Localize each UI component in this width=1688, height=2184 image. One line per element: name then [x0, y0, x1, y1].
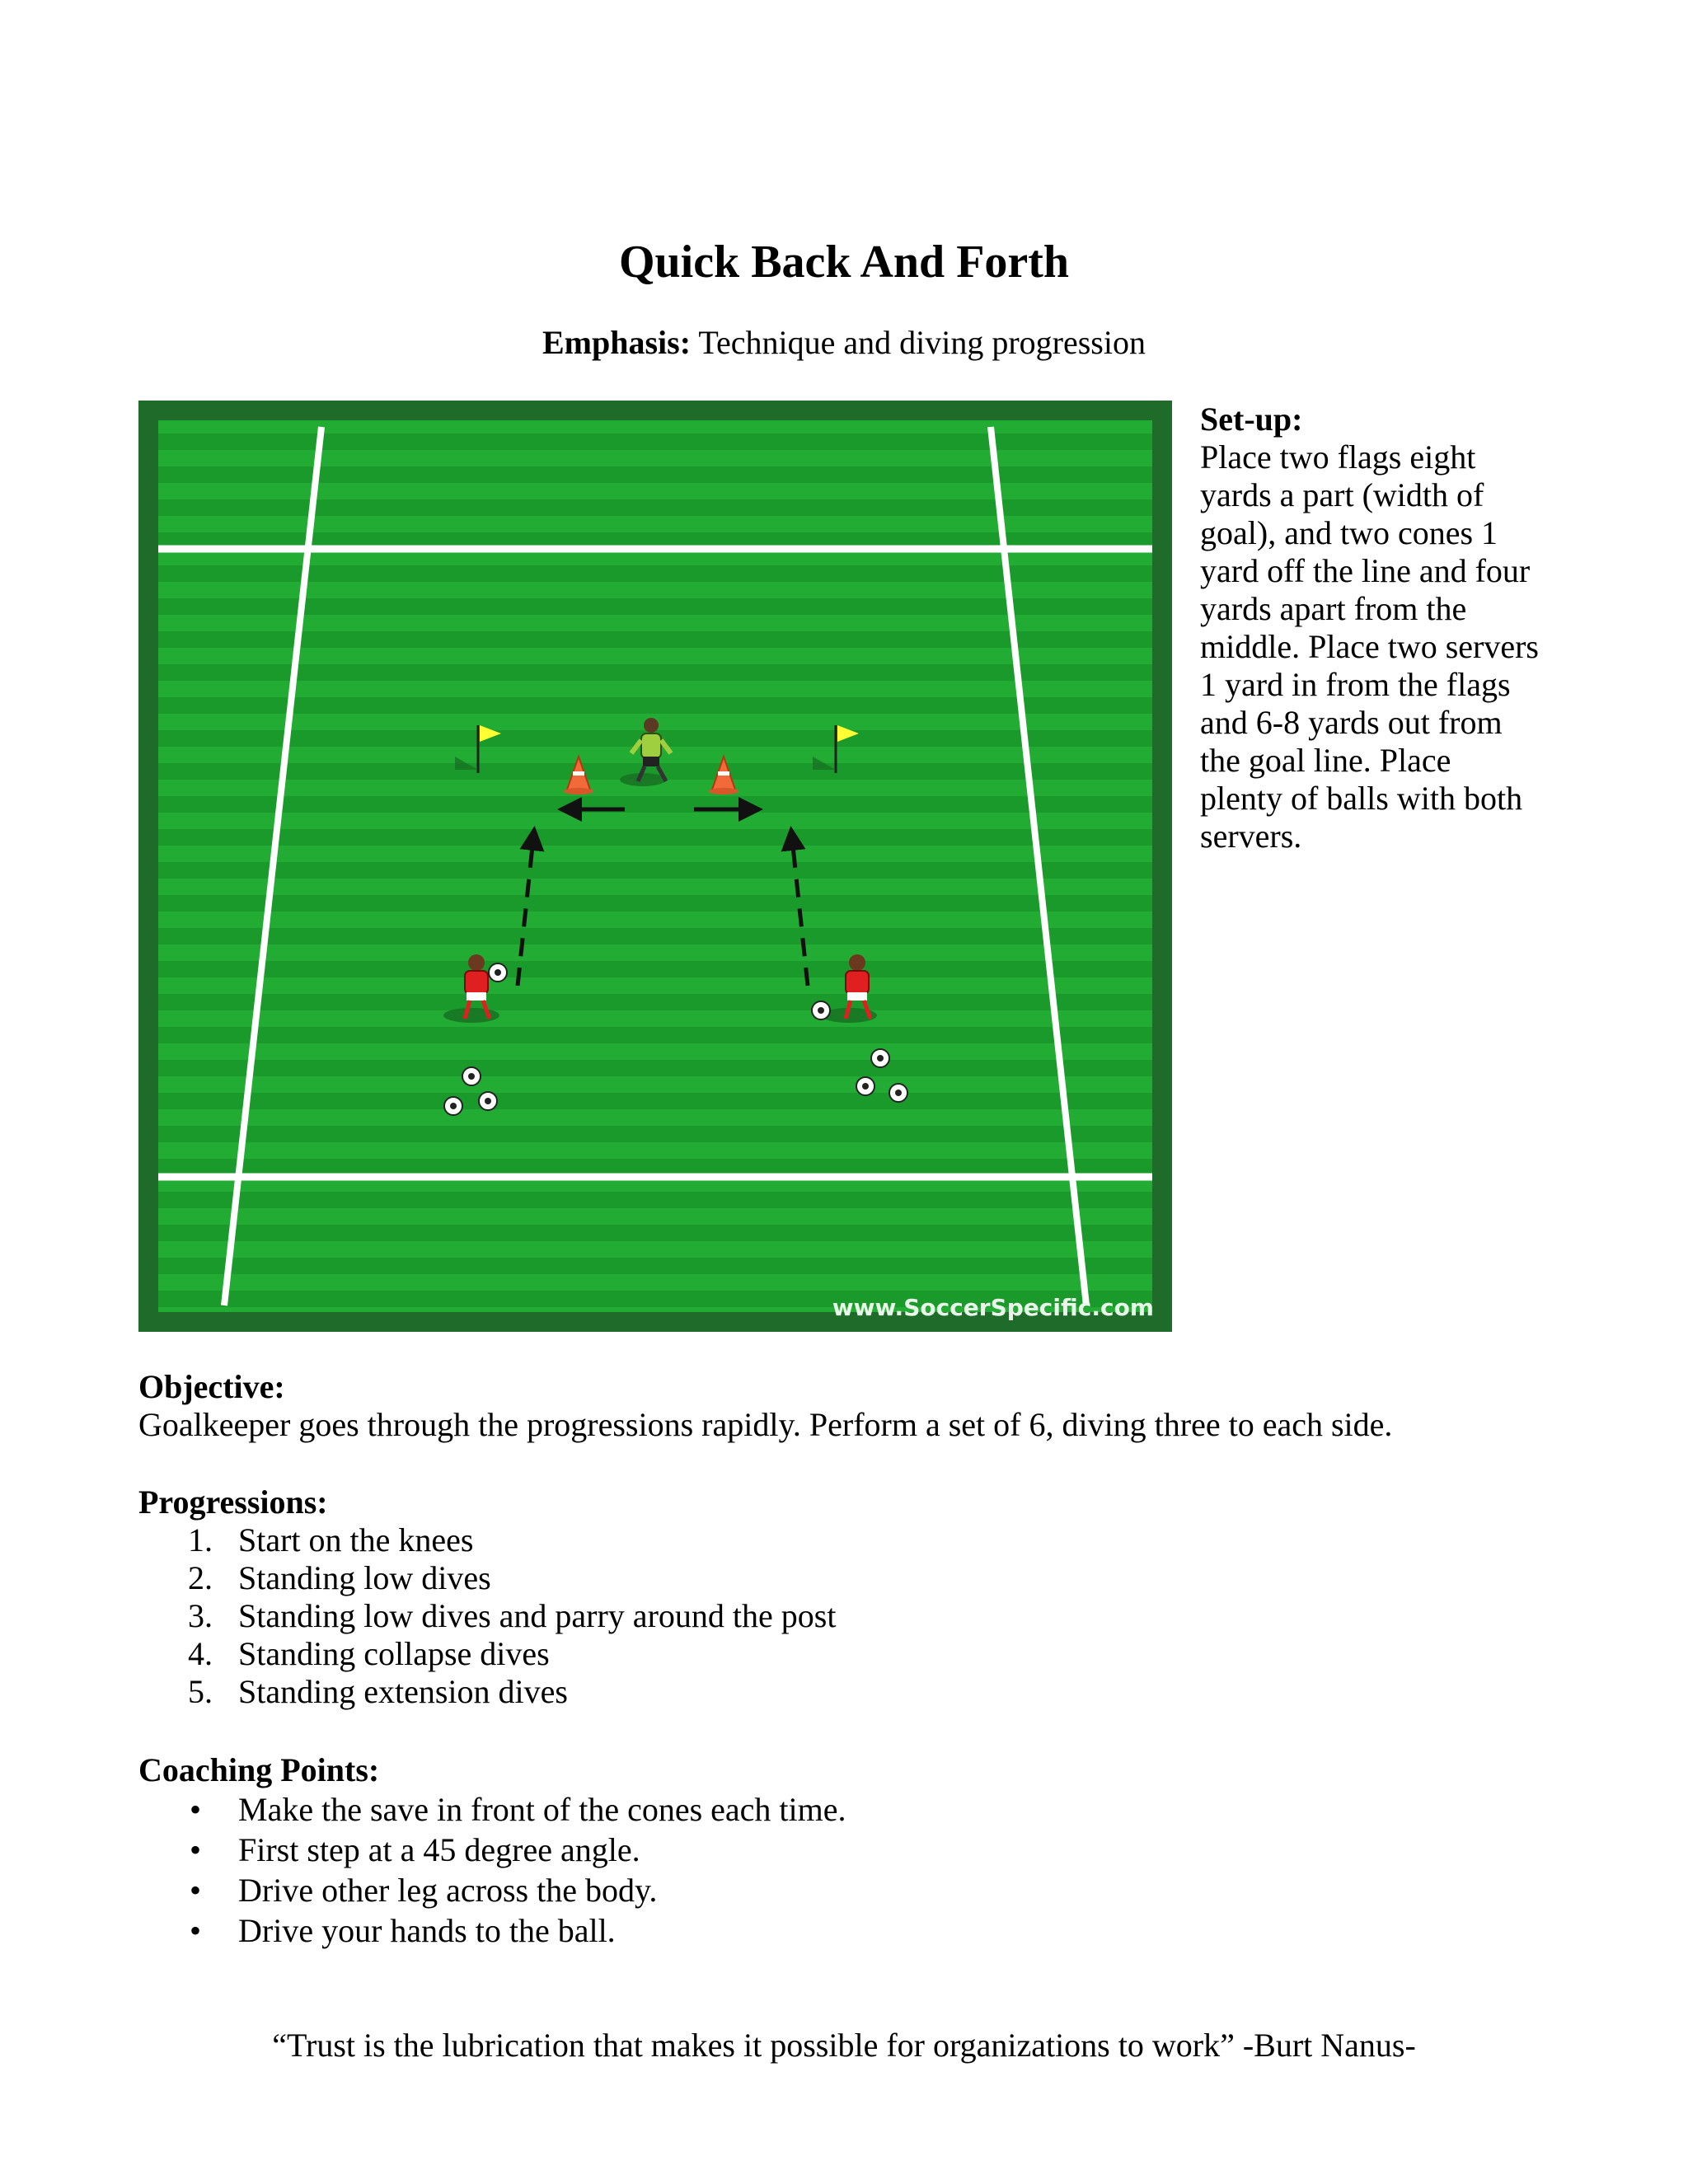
- list-item: 5. Standing extension dives: [138, 1673, 836, 1711]
- setup-line: and 6-8 yards out from: [1200, 704, 1503, 741]
- setup-line: yards a part (width of: [1200, 476, 1484, 513]
- bullet-icon: •: [190, 1912, 202, 1949]
- page-title: Quick Back And Forth: [618, 237, 1070, 288]
- list-item-text: Standing low dives and parry around the …: [238, 1597, 837, 1634]
- quote: “Trust is the lubrication that makes it …: [272, 2027, 1416, 2064]
- setup-line: the goal line. Place: [1200, 742, 1451, 779]
- list-item: • Drive your hands to the ball.: [138, 1910, 846, 1951]
- emphasis-text: Technique and diving progression: [698, 324, 1146, 361]
- list-item: 4. Standing collapse dives: [138, 1635, 836, 1673]
- coaching-heading: Coaching Points:: [138, 1751, 380, 1788]
- server-icon-left: [443, 954, 508, 1023]
- list-item-text: Make the save in front of the cones each…: [238, 1791, 846, 1828]
- list-number: 1.: [188, 1521, 213, 1558]
- field-grass: [158, 420, 1152, 1312]
- list-number: 3.: [188, 1597, 213, 1634]
- setup-line: servers.: [1200, 818, 1302, 855]
- list-item: 3. Standing low dives and parry around th…: [138, 1597, 836, 1635]
- list-item: 2. Standing low dives: [138, 1559, 836, 1597]
- list-item: 1. Start on the knees: [138, 1521, 836, 1559]
- list-item-text: Drive your hands to the ball.: [238, 1912, 616, 1949]
- list-item-text: Standing collapse dives: [238, 1635, 550, 1672]
- list-number: 2.: [188, 1559, 213, 1596]
- serve-path-left: [515, 826, 545, 987]
- server-icon-right: [811, 954, 877, 1023]
- setup-line: Place two flags eight: [1200, 438, 1476, 476]
- coaching-list: • Make the save in front of the cones eac…: [138, 1789, 846, 1951]
- list-item: • Make the save in front of the cones eac…: [138, 1789, 846, 1830]
- bullet-icon: •: [190, 1872, 202, 1909]
- objective-heading: Objective:: [138, 1368, 285, 1405]
- list-number: 5.: [188, 1673, 213, 1710]
- progressions-section: Progressions: 1. Start on the knees 2. Sta…: [138, 1483, 836, 1711]
- setup-heading: Set-up:: [1200, 401, 1303, 438]
- progressions-list: 1. Start on the knees 2. Standing low dive…: [138, 1521, 836, 1711]
- bullet-icon: •: [190, 1791, 202, 1828]
- cone-icon-left: [564, 753, 593, 794]
- bullet-icon: •: [190, 1831, 202, 1868]
- setup-line: 1 yard in from the flags: [1200, 666, 1511, 703]
- watermark: www.SoccerSpecific.com: [832, 1294, 1154, 1321]
- setup-line: middle. Place two servers: [1200, 628, 1539, 665]
- serve-path-right: [781, 826, 810, 987]
- field-line-left: [221, 426, 325, 1306]
- drill-diagram: www.SoccerSpecific.com: [138, 401, 1172, 1332]
- list-number: 4.: [188, 1635, 213, 1672]
- objective-section: Objective: Goalkeeper goes through the p…: [138, 1368, 1392, 1444]
- setup-line: yard off the line and four: [1200, 552, 1531, 589]
- cone-icon-right: [709, 753, 738, 794]
- setup-line: yards apart from the: [1200, 590, 1467, 627]
- list-item: • First step at a 45 degree angle.: [138, 1830, 846, 1870]
- list-item-text: First step at a 45 degree angle.: [238, 1831, 640, 1868]
- list-item-text: Drive other leg across the body.: [238, 1872, 658, 1909]
- setup-line: goal), and two cones 1: [1200, 514, 1498, 551]
- list-item: • Drive other leg across the body.: [138, 1870, 846, 1910]
- emphasis-line: Emphasis: Technique and diving progressi…: [0, 323, 1688, 362]
- setup-line: plenty of balls with both: [1200, 780, 1523, 817]
- flag-icon-right: [813, 725, 859, 773]
- emphasis-label: Emphasis:: [542, 324, 692, 361]
- objective-text: Goalkeeper goes through the progressions…: [138, 1406, 1393, 1443]
- field-line-right: [987, 426, 1090, 1306]
- list-item-text: Start on the knees: [238, 1521, 474, 1558]
- list-item-text: Standing low dives: [238, 1559, 491, 1596]
- flag-icon-left: [455, 725, 501, 773]
- goalkeeper-icon: [620, 718, 673, 786]
- setup-section: Set-up: Place two flags eight yards a pa…: [1200, 401, 1662, 855]
- list-item-text: Standing extension dives: [238, 1673, 568, 1710]
- coaching-section: Coaching Points: • Make the save in front…: [138, 1751, 846, 1951]
- progressions-heading: Progressions:: [138, 1483, 328, 1521]
